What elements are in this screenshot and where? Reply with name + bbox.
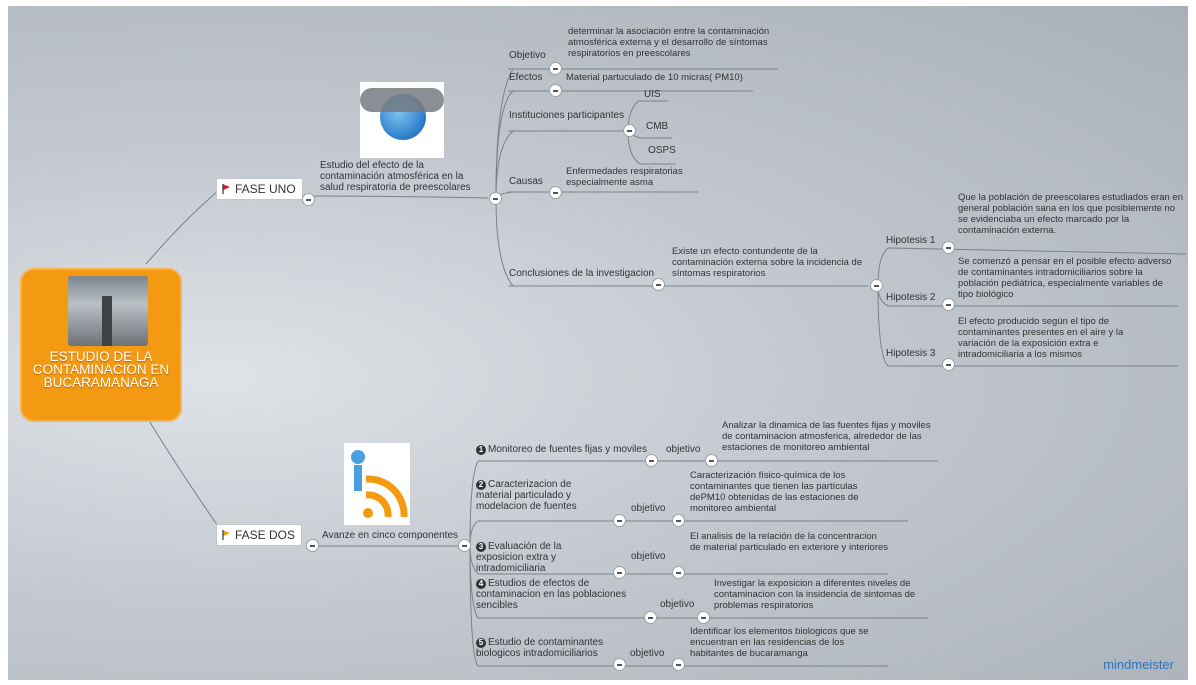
conclusiones-label: Conclusiones de la investigacion (509, 268, 655, 279)
globe-pollution-image (360, 82, 444, 158)
collapse-toggle[interactable] (870, 279, 883, 292)
conclusiones-text: Existe un efecto contundente de la conta… (672, 246, 863, 279)
number-1-icon: 1 (476, 445, 486, 455)
fase-dos-label: FASE DOS (235, 528, 296, 542)
collapse-toggle[interactable] (489, 192, 502, 205)
fase-dos-node[interactable]: FASE DOS (216, 524, 303, 546)
component-4-text: Estudios de efectos de contaminacion en … (476, 578, 627, 611)
component-2-text: Caracterizacion de material particulado … (476, 479, 577, 512)
collapse-toggle[interactable] (942, 241, 955, 254)
instituciones-label: Instituciones participantes (509, 110, 625, 121)
collapse-toggle[interactable] (549, 186, 562, 199)
hipotesis-2-text: Se comenzó a pensar en el posible efecto… (958, 256, 1172, 300)
root-node[interactable]: ESTUDIO DE LA CONTAMINACION EN BUCARAMAN… (20, 268, 182, 422)
institution-uis: UIS (644, 89, 661, 100)
collapse-toggle[interactable] (458, 539, 471, 552)
efectos-text: Material partuculado de 10 micras( PM10) (566, 72, 743, 83)
collapse-toggle[interactable] (672, 658, 685, 671)
root-title: ESTUDIO DE LA CONTAMINACION EN BUCARAMAN… (32, 349, 170, 390)
collapse-toggle[interactable] (549, 84, 562, 97)
collapse-toggle[interactable] (549, 62, 562, 75)
collapse-toggle[interactable] (652, 278, 665, 291)
component-4-objetivo: objetivo (660, 599, 695, 610)
orange-flag-icon (222, 530, 230, 540)
component-5-objetivo: objetivo (630, 648, 665, 659)
causas-text: Enfermedades respiratorias especialmente… (566, 166, 683, 188)
collapse-toggle[interactable] (623, 124, 636, 137)
hipotesis-3-text: El efecto producido según el tipo de con… (958, 316, 1124, 360)
efectos-label: Efectos (509, 72, 543, 83)
component-4-text-detail: Investigar la exposicion a diferentes ni… (714, 578, 916, 611)
mindmap-canvas[interactable]: ESTUDIO DE LA CONTAMINACION EN BUCARAMAN… (8, 6, 1188, 680)
collapse-toggle[interactable] (306, 539, 319, 552)
megaphone-rss-image (344, 443, 410, 525)
number-4-icon: 4 (476, 579, 486, 589)
collapse-toggle[interactable] (697, 611, 710, 624)
institution-cmb: CMB (646, 121, 669, 132)
red-flag-icon (222, 184, 230, 194)
institution-osps: OSPS (648, 145, 676, 156)
collapse-toggle[interactable] (942, 298, 955, 311)
objetivo-label: Objetivo (509, 50, 546, 61)
component-1-text-detail: Analizar la dinamica de las fuentes fija… (722, 420, 931, 453)
component-5-text-detail: Identificar los elementos biologicos que… (690, 626, 869, 659)
fase-dos-topic: Avanze en cinco componentes (322, 530, 459, 541)
collapse-toggle[interactable] (613, 514, 626, 527)
fase-uno-topic: Estudio del efecto de la contaminación a… (320, 160, 471, 193)
number-3-icon: 3 (476, 542, 486, 552)
collapse-toggle[interactable] (644, 611, 657, 624)
component-1-objetivo: objetivo (666, 444, 701, 455)
component-2-text-detail: Caracterización físico-química de los co… (690, 470, 859, 514)
logo-meister: meister (1131, 657, 1174, 672)
collapse-toggle[interactable] (942, 358, 955, 371)
collapse-toggle[interactable] (645, 454, 658, 467)
hipotesis-1-text: Que la población de preescolares estudia… (958, 192, 1183, 236)
component-3-text: Evaluación de la exposicion extra y intr… (476, 541, 562, 574)
hipotesis-1-label: Hipotesis 1 (886, 235, 936, 246)
fase-uno-node[interactable]: FASE UNO (216, 178, 303, 200)
component-2-objetivo: objetivo (631, 503, 666, 514)
smog-cloud-icon (360, 88, 444, 112)
fase-uno-label: FASE UNO (235, 182, 296, 196)
hipotesis-2-label: Hipotesis 2 (886, 292, 936, 303)
mindmeister-logo: mindmeister (1103, 657, 1174, 672)
component-1-text: Monitoreo de fuentes fijas y moviles (488, 444, 647, 455)
hipotesis-3-label: Hipotesis 3 (886, 348, 936, 359)
component-5-text: Estudio de contaminantes biologicos intr… (476, 637, 604, 659)
logo-mind: mind (1103, 657, 1132, 672)
objetivo-text: determinar la asociación entre la contam… (568, 26, 770, 59)
collapse-toggle[interactable] (613, 566, 626, 579)
number-5-icon: 5 (476, 638, 486, 648)
collapse-toggle[interactable] (705, 454, 718, 467)
smokestack-image (68, 276, 148, 346)
component-3-objetivo: objetivo (631, 551, 666, 562)
rss-icon (351, 450, 408, 518)
collapse-toggle[interactable] (613, 658, 626, 671)
component-3-text-detail: El analisis de la relación de la concent… (690, 531, 889, 553)
collapse-toggle[interactable] (672, 514, 685, 527)
collapse-toggle[interactable] (302, 193, 315, 206)
collapse-toggle[interactable] (672, 566, 685, 579)
number-2-icon: 2 (476, 480, 486, 490)
causas-label: Causas (509, 176, 543, 187)
